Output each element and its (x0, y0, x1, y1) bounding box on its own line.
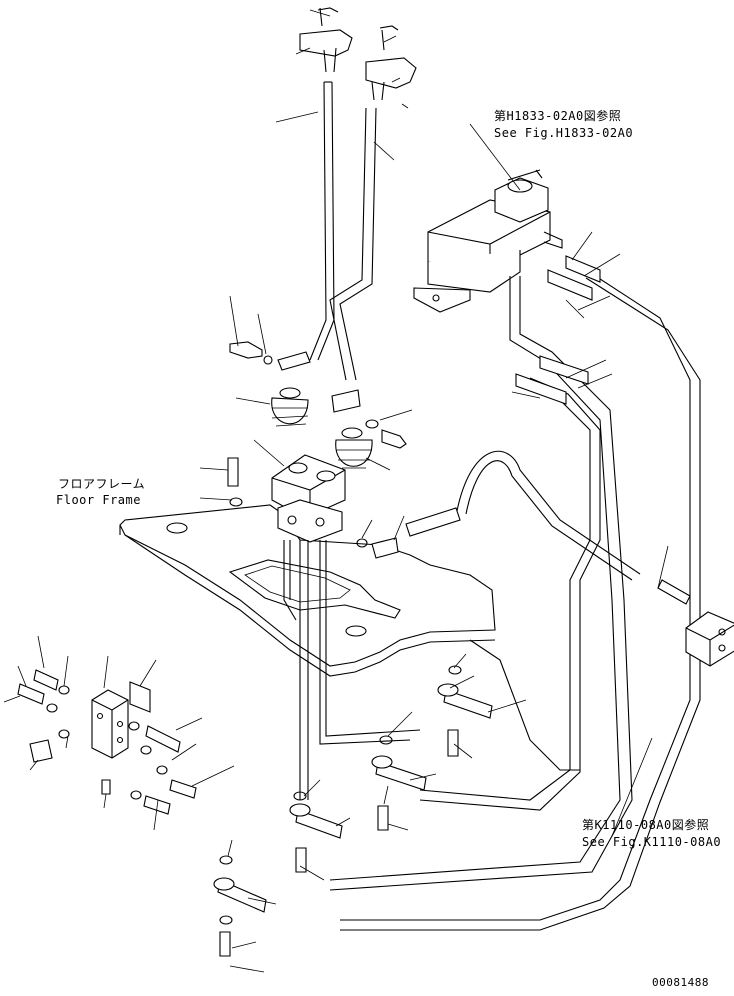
right-lever (329, 25, 417, 413)
pilot-valve (271, 454, 346, 543)
manifold-block (17, 669, 197, 815)
ref-bottom-jp: 第K1110-08A0図参照 (582, 818, 710, 832)
control-valve (413, 169, 563, 313)
boots (271, 387, 373, 469)
floor-frame-label-jp: フロアフレーム (58, 477, 146, 491)
ref-top-en: See Fig.H1833-02A0 (494, 126, 634, 140)
ref-top-jp: 第H1833-02A0図参照 (494, 109, 622, 123)
bracket-right (685, 611, 734, 667)
hoses (283, 261, 701, 931)
hose-fittings (213, 255, 601, 913)
left-lever (277, 7, 353, 371)
floor-frame-label-en: Floor Frame (56, 493, 141, 507)
drawing-number: 00081488 (652, 976, 709, 989)
bolts-washers (219, 341, 691, 957)
leader-lines (3, 9, 669, 973)
ref-bottom-en: See Fig.K1110-08A0 (582, 835, 722, 849)
